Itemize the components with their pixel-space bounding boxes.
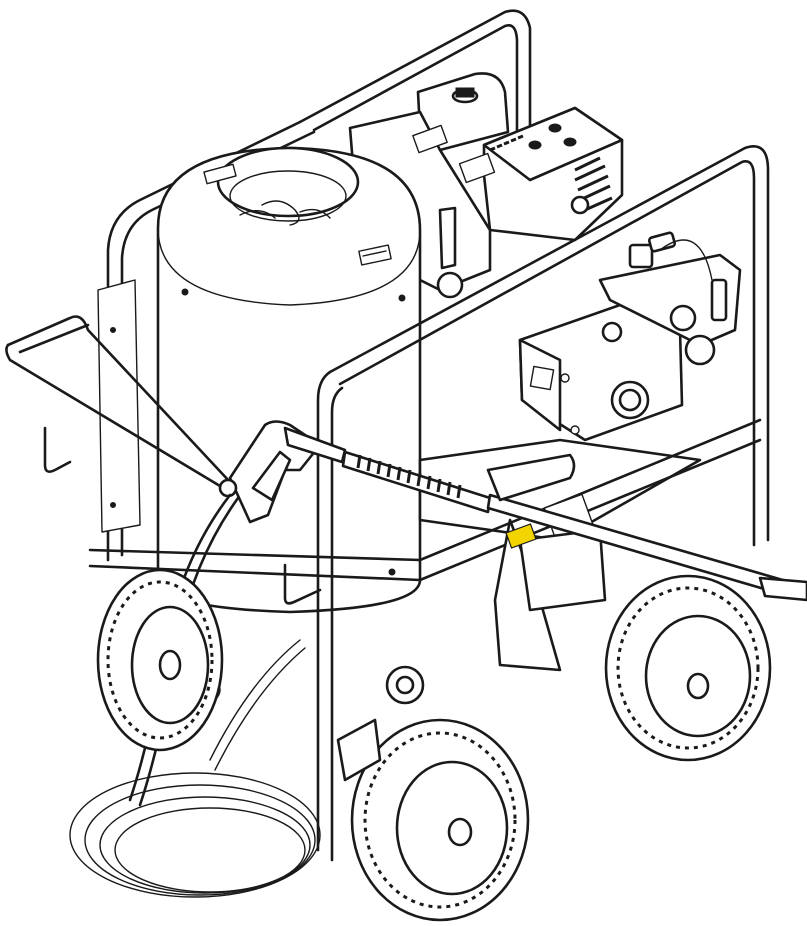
- wheel-rear-left: [96, 568, 224, 752]
- frame-back-loop: [106, 9, 532, 562]
- drain-fitting: [336, 665, 425, 782]
- pump-assembly: [436, 206, 742, 442]
- frame-hook: [283, 563, 322, 605]
- wheel-rear-right: [604, 574, 772, 762]
- frame-front-loop: [5, 145, 770, 862]
- warning-label: [505, 523, 537, 549]
- lance-wand: [341, 450, 807, 602]
- side-panel: [43, 279, 141, 533]
- burner-coil-tank: [156, 146, 422, 614]
- deck: [88, 418, 762, 672]
- spray-gun: [218, 420, 347, 524]
- wheel-front: [350, 718, 530, 922]
